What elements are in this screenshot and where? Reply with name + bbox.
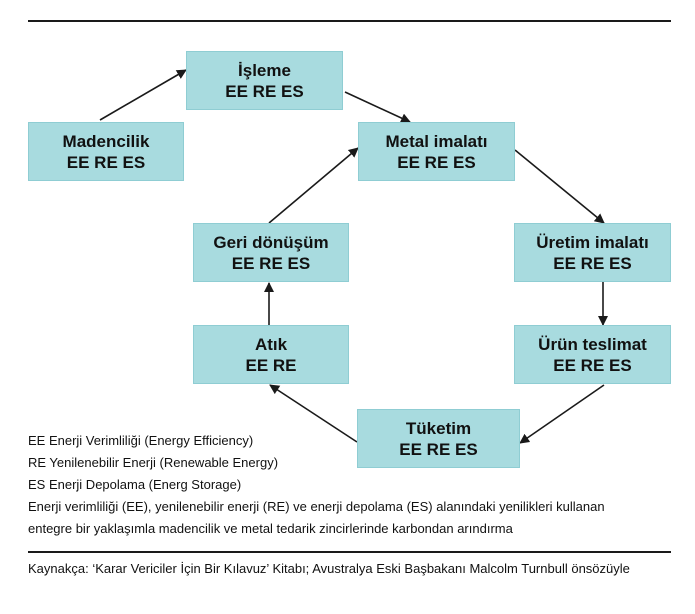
node-geri-donusum-title: Geri dönüşüm <box>213 232 329 252</box>
node-tuketim: Tüketim EE RE ES <box>357 409 520 468</box>
node-uretim-imalati: Üretim imalatı EE RE ES <box>514 223 671 282</box>
arrow-metal-to-uretim <box>514 149 605 224</box>
node-uretim-title: Üretim imalatı <box>536 232 649 252</box>
node-isleme: İşleme EE RE ES <box>186 51 343 110</box>
node-urun-teslimat: Ürün teslimat EE RE ES <box>514 325 671 384</box>
legend-es: ES Enerji Depolama (Energ Storage) <box>28 477 242 492</box>
arrow-urun-to-tuketim <box>519 384 605 444</box>
source-citation: Kaynakça: ‘Karar Vericiler İçin Bir Kıla… <box>28 561 630 576</box>
bottom-rule <box>28 551 671 553</box>
legend: EE Enerji Verimliliği (Energy Efficiency… <box>28 430 668 540</box>
legend-ee: EE Enerji Verimliliği (Energy Efficiency… <box>28 433 254 448</box>
node-metal-title: Metal imalatı <box>385 131 488 151</box>
node-atik-title: Atık <box>254 334 288 354</box>
node-atik-tags: EE RE <box>245 355 297 375</box>
arrow-tuketim-to-atik <box>269 384 358 443</box>
arrow-isleme-to-metal <box>344 91 411 123</box>
node-metal-imalati: Metal imalatı EE RE ES <box>358 122 515 181</box>
legend-description-line-2: entegre bir yaklaşımla madencilik ve met… <box>28 521 513 536</box>
node-tuketim-title: Tüketim <box>405 418 472 438</box>
arrow-geri-donusum-to-metal <box>268 147 359 224</box>
node-madencilik: Madencilik EE RE ES <box>28 122 184 181</box>
node-geri-donusum: Geri dönüşüm EE RE ES <box>193 223 349 282</box>
node-urun-title: Ürün teslimat <box>538 334 647 354</box>
top-rule <box>28 20 671 22</box>
node-metal-tags: EE RE ES <box>397 152 476 172</box>
node-isleme-title: İşleme <box>238 60 291 80</box>
node-geri-donusum-tags: EE RE ES <box>231 253 311 273</box>
node-atik: Atık EE RE <box>193 325 349 384</box>
legend-description-line-1: Enerji verimliliği (EE), yenilenebilir e… <box>28 499 605 514</box>
arrow-madencilik-to-isleme <box>99 69 187 121</box>
node-madencilik-tags: EE RE ES <box>66 152 146 172</box>
legend-re: RE Yenilenebilir Enerji (Renewable Energ… <box>28 455 279 470</box>
node-tuketim-tags: EE RE ES <box>399 439 478 459</box>
node-urun-tags: EE RE ES <box>553 355 632 375</box>
node-uretim-tags: EE RE ES <box>553 253 632 273</box>
node-isleme-tags: EE RE ES <box>225 81 304 101</box>
node-madencilik-title: Madencilik <box>62 131 150 151</box>
